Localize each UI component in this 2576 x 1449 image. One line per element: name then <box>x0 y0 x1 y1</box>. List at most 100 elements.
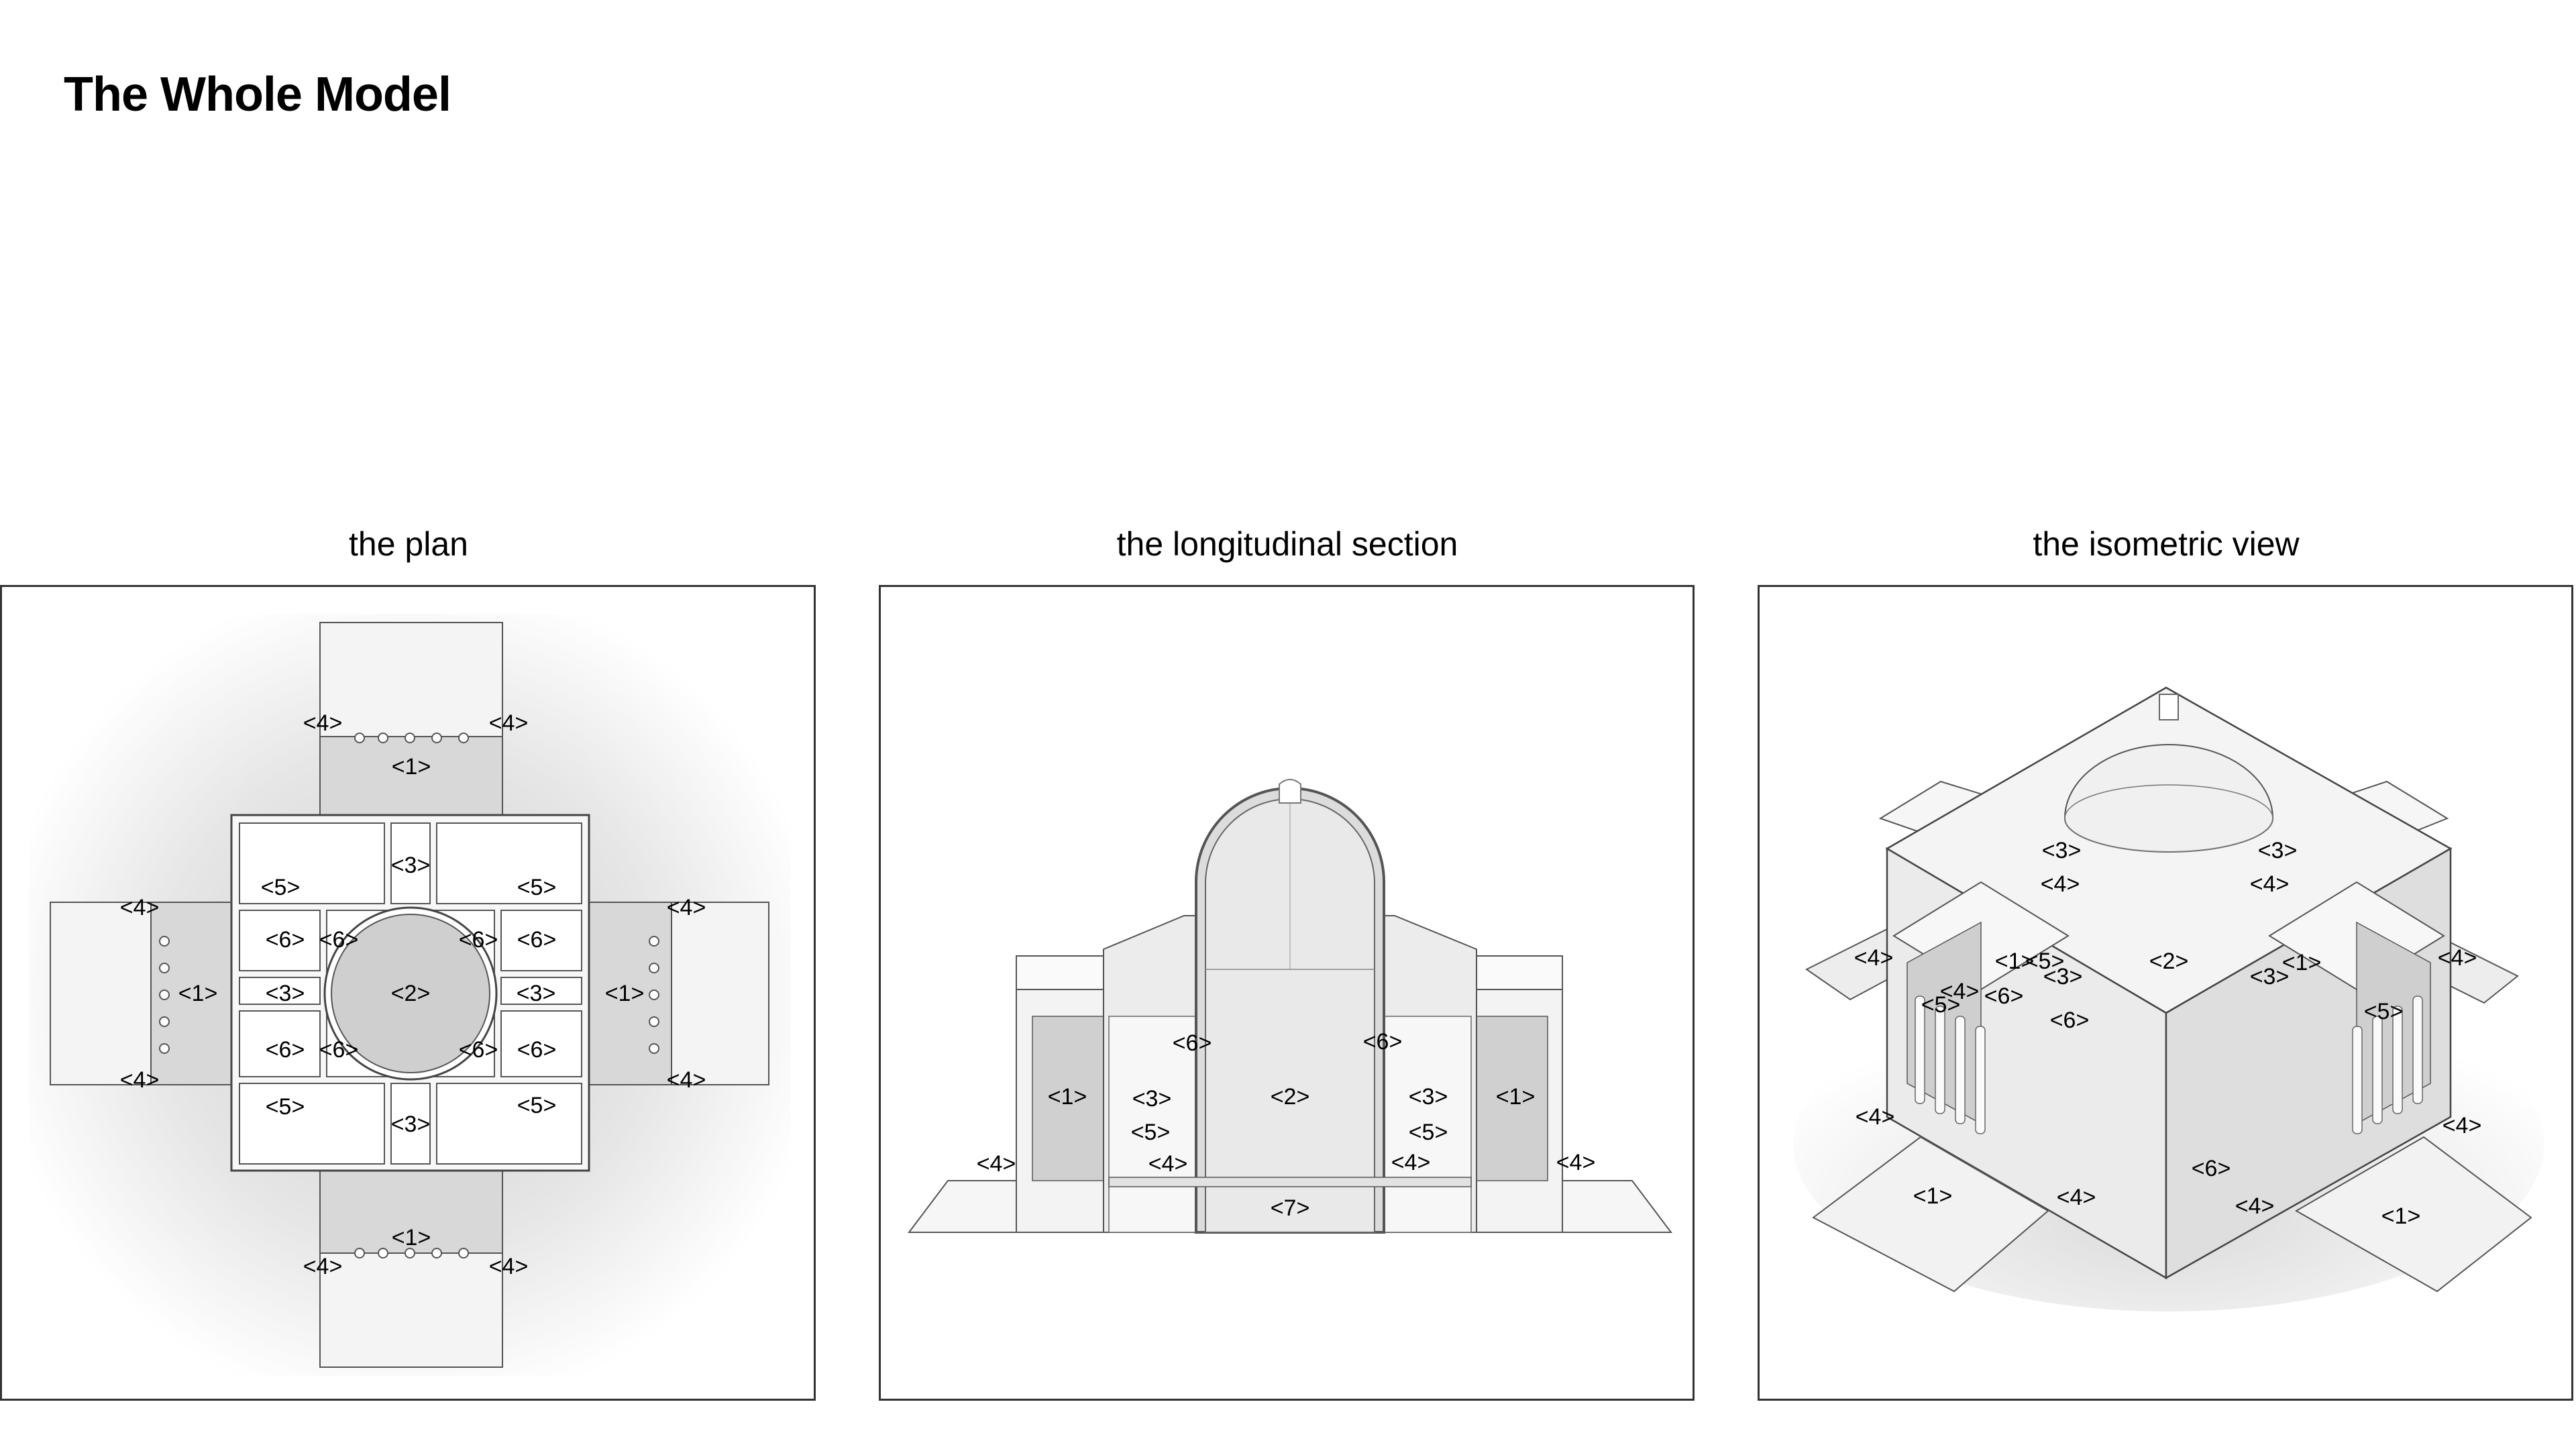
isometric-panel: <1> <1> <1> <1> <2> <3> <3> <3> <3> <4> … <box>1758 585 2573 1401</box>
iso-label: <5> <box>1921 992 1961 1018</box>
isometric-drawing: <1> <1> <1> <1> <2> <3> <3> <3> <3> <4> … <box>1793 686 2544 1311</box>
plan-label: <5> <box>266 1094 305 1120</box>
plan-label: <2> <box>391 981 431 1006</box>
front-left-wing <box>1812 1136 2049 1293</box>
plan-label: <6> <box>266 1037 305 1063</box>
plan-label: <4> <box>489 710 529 736</box>
section-label: <6> <box>1173 1030 1212 1056</box>
rotunda <box>331 914 490 1073</box>
section-label: <1> <box>1496 1084 1536 1110</box>
west-wing <box>50 902 152 1085</box>
plan-label: <6> <box>319 1037 359 1063</box>
iso-label: <3> <box>2258 838 2298 863</box>
south-wing <box>319 1252 503 1368</box>
plan-label: <6> <box>459 927 498 953</box>
room-west <box>1108 1016 1197 1233</box>
lantern <box>1279 779 1301 804</box>
iso-label: <4> <box>1940 979 1980 1004</box>
cell-w1 <box>239 910 321 971</box>
iso-label: <4> <box>1856 1104 1895 1130</box>
cell-e3 <box>500 1010 582 1077</box>
plan-label: <4> <box>667 895 706 920</box>
isometric-title: the isometric view <box>2033 525 2300 563</box>
plan-label: <1> <box>178 981 218 1006</box>
iso-label: <1> <box>1995 949 2035 974</box>
corridor-s <box>390 1083 431 1165</box>
plan-label: <6> <box>517 927 557 953</box>
room-nw <box>239 822 385 904</box>
plan-label: <5> <box>261 875 301 900</box>
iso-label: <4> <box>2438 945 2477 971</box>
plan-label: <1> <box>392 754 431 780</box>
section-drawing: <1> <1> <2> <3> <3> <4> <4> <4> <4> <5> … <box>907 779 1673 1234</box>
plan-panel: <1> <1> <1> <1> <2> <3> <3> <3> <3> <4> … <box>0 585 816 1401</box>
plan-label: <5> <box>517 1093 557 1118</box>
iso-label: <3> <box>2250 964 2290 989</box>
iso-label: <2> <box>2149 949 2189 974</box>
section-panel: <1> <1> <2> <3> <3> <4> <4> <4> <4> <5> … <box>879 585 1695 1401</box>
plan-label: <4> <box>303 710 343 736</box>
iso-label: <4> <box>2041 871 2080 897</box>
plan-label: <3> <box>391 1112 431 1137</box>
iso-label: <1> <box>2381 1203 2421 1229</box>
north-wing <box>319 622 503 737</box>
plan-label: <3> <box>391 853 431 878</box>
front-right-wing <box>2294 1136 2532 1293</box>
plan-label: <4> <box>489 1254 529 1279</box>
plan-label: <4> <box>667 1067 706 1093</box>
iso-label: <6> <box>2192 1156 2231 1181</box>
plan-label: <5> <box>517 875 557 900</box>
section-title: the longitudinal section <box>1116 525 1458 563</box>
plan-label: <4> <box>120 895 160 920</box>
page-title: The Whole Model <box>64 68 451 121</box>
room-east <box>1383 1016 1472 1233</box>
plan-label: <6> <box>517 1037 557 1063</box>
east-roof <box>1476 955 1563 990</box>
iso-label: <1> <box>1913 1183 1953 1209</box>
room-ne <box>436 822 582 904</box>
corridor-n <box>390 822 431 904</box>
plan-label: <1> <box>392 1225 431 1250</box>
iso-label: <4> <box>2235 1193 2275 1219</box>
section-label: <2> <box>1271 1084 1310 1110</box>
plan-label: <4> <box>120 1067 160 1093</box>
section-label: <4> <box>1148 1151 1188 1177</box>
iso-label: <3> <box>2043 964 2083 989</box>
cell-e2 <box>500 977 582 1005</box>
plan-label: <1> <box>605 981 645 1006</box>
section-label: <3> <box>1132 1086 1172 1112</box>
lantern <box>2159 694 2179 720</box>
west-portico <box>1032 1016 1104 1181</box>
iso-label: <3> <box>2042 838 2082 863</box>
plan-label: <6> <box>266 927 305 953</box>
cell-w3 <box>239 1010 321 1077</box>
iso-label: <5> <box>2364 999 2404 1024</box>
iso-label: <4> <box>2443 1113 2482 1138</box>
section-label: <5> <box>1131 1120 1171 1145</box>
floor-slab <box>1108 1177 1472 1187</box>
iso-label: <4> <box>1854 945 1894 971</box>
section-label: <4> <box>1556 1150 1596 1175</box>
section-label: <6> <box>1363 1029 1403 1055</box>
plan-label: <6> <box>459 1037 498 1063</box>
section-label: <3> <box>1409 1084 1448 1110</box>
room-se <box>436 1083 582 1165</box>
cell-e1 <box>500 910 582 971</box>
plan-drawing: <1> <1> <1> <1> <2> <3> <3> <3> <3> <4> … <box>29 614 791 1376</box>
plan-title: the plan <box>349 525 468 563</box>
room-sw <box>239 1083 385 1165</box>
plan-label: <3> <box>517 981 556 1006</box>
plan-label: <6> <box>319 927 359 953</box>
iso-label: <4> <box>2057 1185 2096 1210</box>
iso-label: <5> <box>2025 949 2065 974</box>
dome-base <box>2064 784 2273 853</box>
section-label: <4> <box>977 1151 1016 1177</box>
cell-w2 <box>239 977 321 1005</box>
plan-label: <3> <box>266 981 305 1006</box>
columns <box>159 733 659 1258</box>
iso-label: <6> <box>1984 983 2024 1009</box>
east-wing <box>671 902 769 1085</box>
west-roof <box>1016 955 1104 990</box>
section-label: <1> <box>1048 1084 1087 1110</box>
plan-label: <4> <box>303 1254 343 1279</box>
